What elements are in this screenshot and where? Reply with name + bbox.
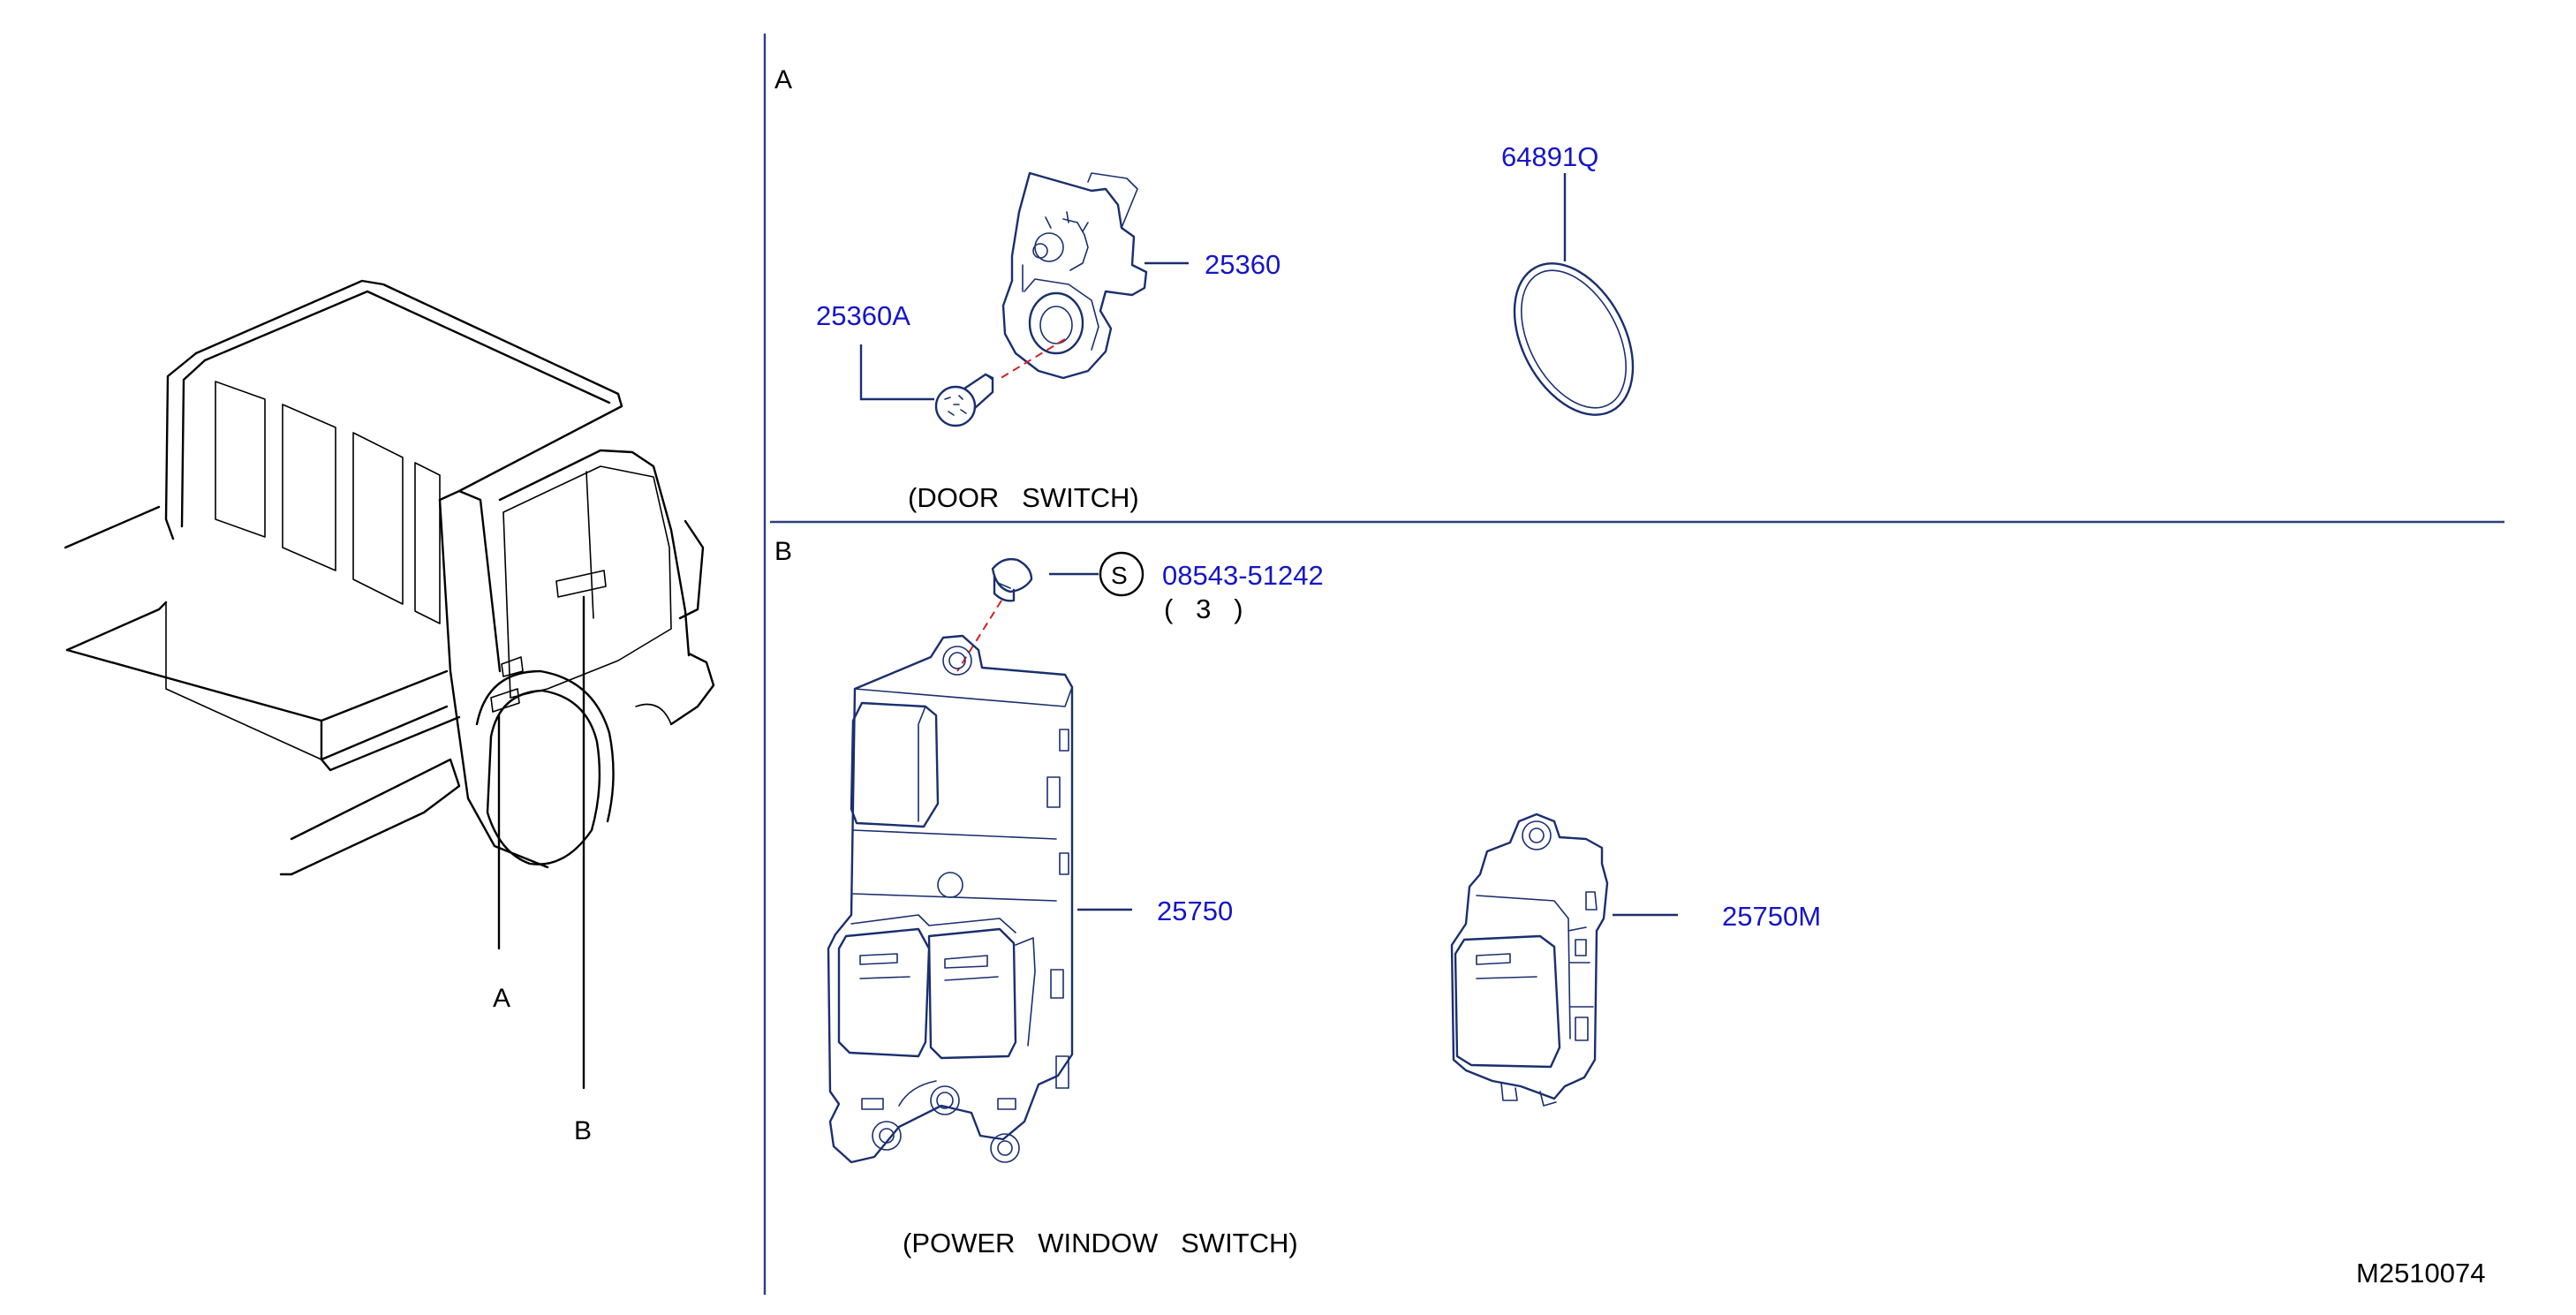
view-a-marker: A	[493, 984, 510, 1013]
screw-quantity: ( 3 )	[1164, 593, 1243, 624]
section-a-label: A	[774, 65, 792, 94]
drawing-id: M2510074	[2356, 1258, 2486, 1289]
section-b-caption: (POWER WINDOW SWITCH)	[903, 1228, 1298, 1258]
part-number-25750m: 25750M	[1722, 901, 1821, 932]
part-number-25360: 25360	[1205, 249, 1280, 280]
door-switch-cap-drawing	[1513, 262, 1635, 416]
window-switch-screw-drawing	[991, 557, 1033, 602]
door-switch-screw-drawing	[934, 373, 994, 427]
standard-part-symbol	[1099, 551, 1144, 597]
door-switch-center-line	[997, 338, 1066, 381]
part-number-08543-51242: 08543-51242	[1162, 560, 1324, 591]
section-a-caption: (DOOR SWITCH)	[908, 482, 1139, 513]
vehicle-illustration	[64, 279, 715, 876]
screw-25360a-leader	[859, 344, 934, 401]
door-switch-drawing	[1001, 171, 1148, 380]
part-number-64891q: 64891Q	[1501, 141, 1598, 172]
power-window-switch-main-drawing	[827, 634, 1074, 1164]
standard-part-symbol-letter: S	[1111, 562, 1128, 589]
part-number-25360a: 25360A	[816, 300, 910, 331]
view-b-marker: B	[574, 1116, 592, 1145]
section-b-label: B	[774, 537, 792, 566]
power-window-switch-sub-drawing	[1450, 812, 1609, 1107]
part-number-25750: 25750	[1157, 896, 1233, 926]
